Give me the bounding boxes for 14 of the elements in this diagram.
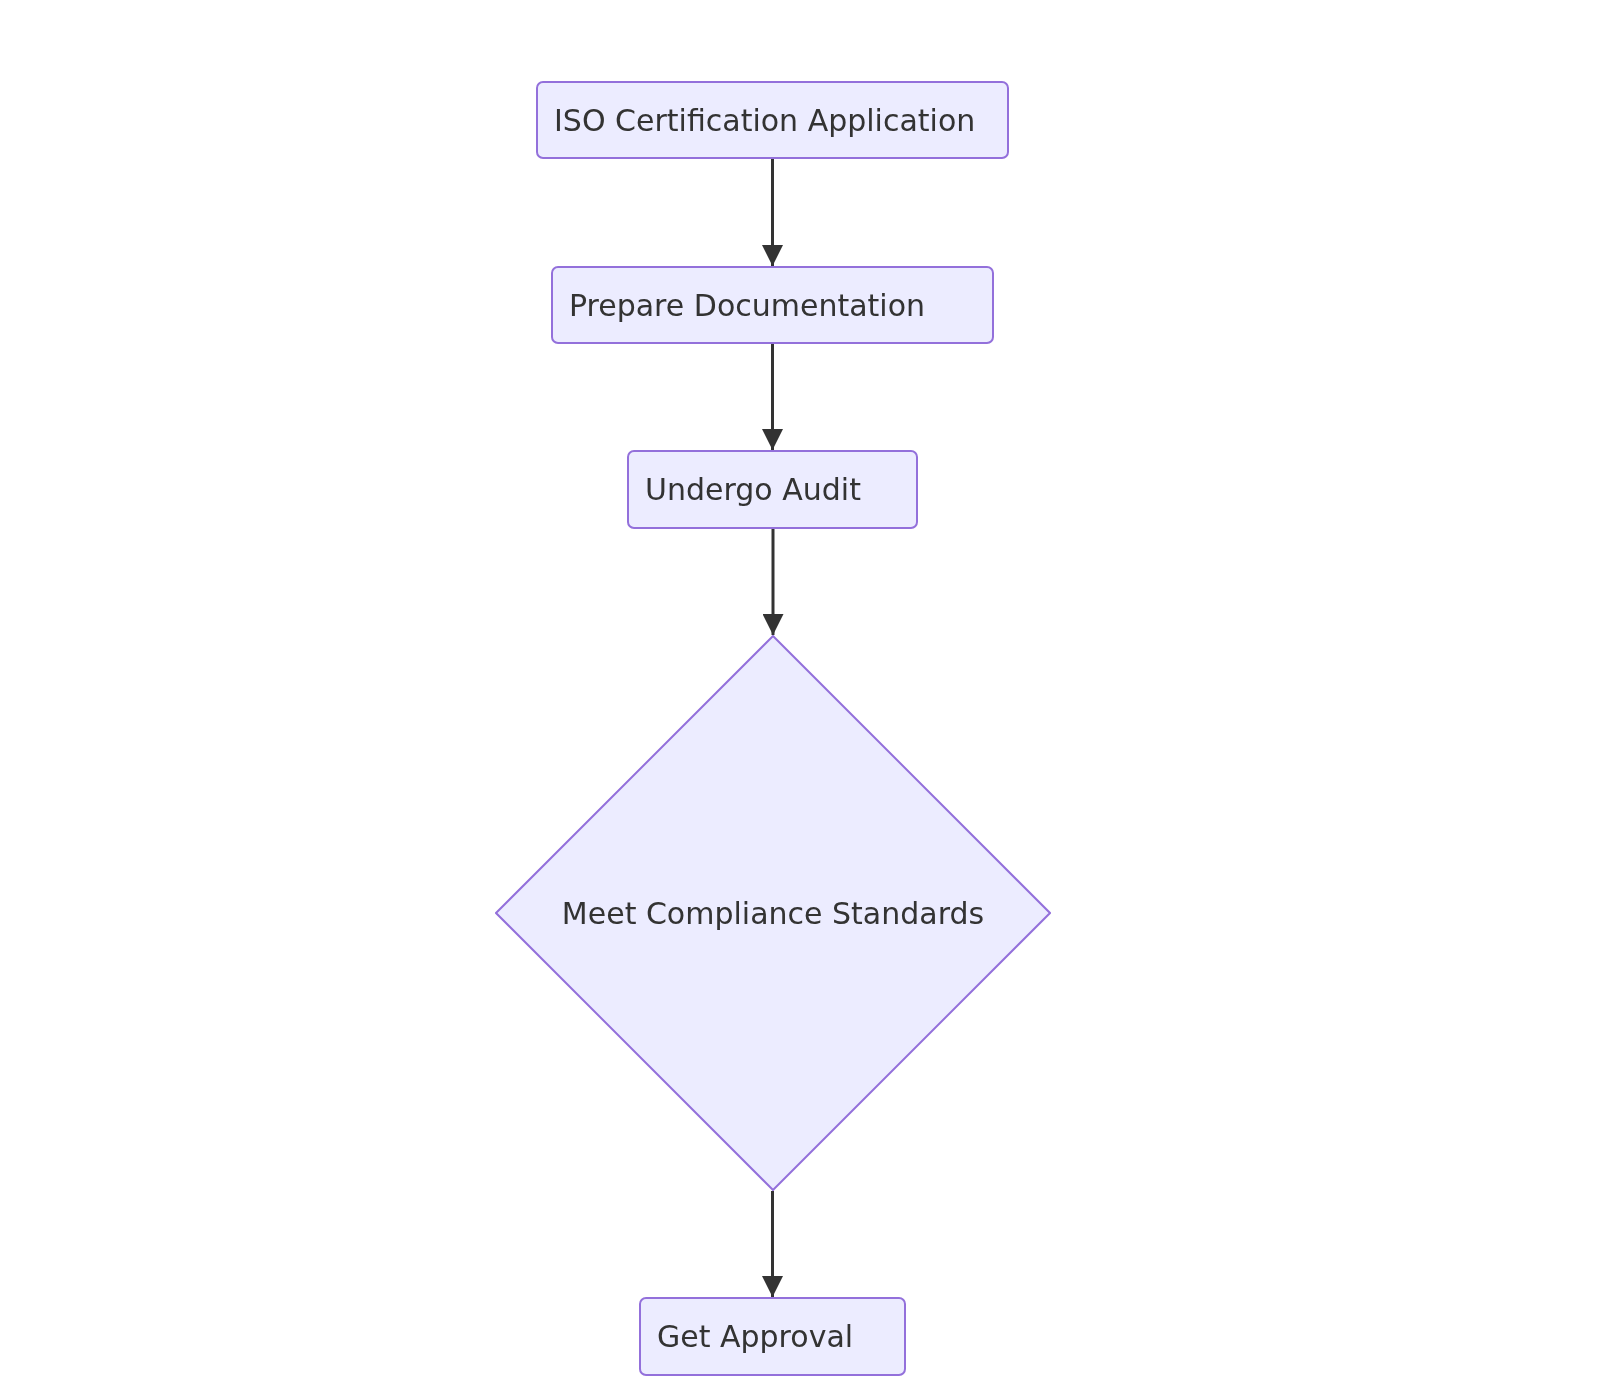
node-label: Meet Compliance Standards (561, 895, 985, 931)
arrow (762, 159, 783, 266)
arrow (762, 1191, 783, 1297)
decision-diamond (495, 635, 1051, 1191)
node-label: Prepare Documentation (569, 287, 926, 323)
node-label: Get Approval (657, 1319, 854, 1354)
process-box (639, 1297, 906, 1376)
process-box (536, 81, 1009, 159)
node-label: ISO Certification Application (554, 102, 976, 138)
node-label: Undergo Audit (645, 472, 861, 507)
process-box (551, 266, 994, 344)
arrow (762, 344, 783, 450)
process-box (627, 450, 918, 529)
arrow (762, 529, 784, 635)
